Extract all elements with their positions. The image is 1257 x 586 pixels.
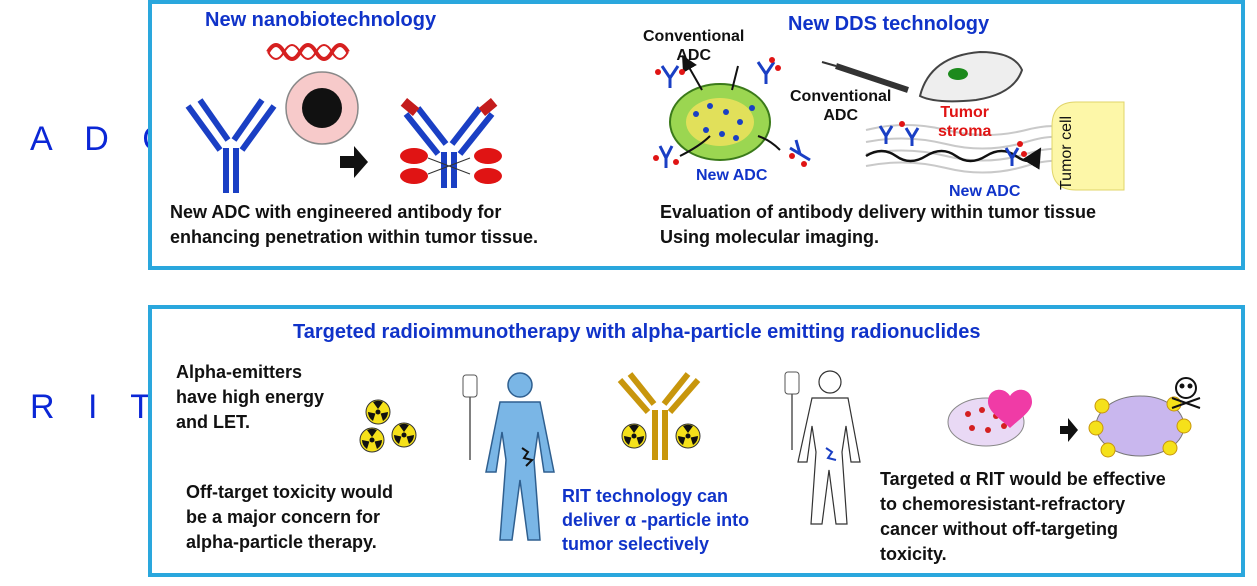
new-nanobiotechnology-title: New nanobiotechnology — [205, 9, 437, 31]
dds-caption-line1: Evaluation of antibody delivery within t… — [660, 202, 1097, 222]
new-adc-icon — [658, 145, 674, 168]
nano-caption-line2: enhancing penetration within tumor tissu… — [170, 227, 539, 247]
tumor-cell-label: Tumor cell — [1058, 115, 1075, 190]
human-body-blue-icon — [485, 372, 555, 541]
tumor-cell-icon — [1051, 101, 1125, 191]
iv-bag-icon-2 — [784, 371, 800, 395]
heart-icon — [988, 389, 1032, 428]
arrow-right-icon-2 — [1060, 418, 1078, 442]
dds-caption-line2: Using molecular imaging. — [660, 227, 880, 247]
radiation-icon — [621, 423, 647, 449]
rit-title: Targeted radioimmunotherapy with alpha-p… — [293, 321, 981, 343]
radiation-icon — [675, 423, 701, 449]
syringe-icon — [835, 63, 909, 93]
rit-side-label: R I T — [30, 388, 164, 426]
nanobiotech-illustration — [185, 43, 502, 193]
tumor-spot-icon — [521, 447, 534, 467]
gold-antibody-icon — [617, 372, 701, 460]
adc-side-label: A D C — [30, 120, 179, 158]
new-adc-label-1: New ADC — [696, 167, 768, 184]
skull-icon — [1171, 377, 1201, 409]
nano-caption-line1: New ADC with engineered antibody for — [170, 202, 502, 222]
human-body-outline-icon — [797, 370, 861, 525]
arrow-right-icon — [340, 146, 368, 178]
new-dds-technology-title: New DDS technology — [788, 13, 990, 35]
radiation-icon — [391, 422, 417, 448]
antibody-icon — [185, 98, 277, 193]
new-adc-label-2: New ADC — [949, 183, 1021, 200]
conventional-adc-icon-2 — [756, 61, 776, 84]
dna-helix-icon — [266, 43, 350, 61]
conventional-adc-icon — [660, 65, 680, 88]
radiation-icon — [365, 399, 391, 425]
iv-bag-icon — [462, 374, 478, 398]
radiation-icon — [359, 427, 385, 453]
engineered-antibody-icon — [400, 98, 502, 188]
mouse-icon — [918, 50, 1024, 103]
rit-illustrations — [359, 370, 1201, 541]
dds-illustration — [653, 50, 1125, 191]
